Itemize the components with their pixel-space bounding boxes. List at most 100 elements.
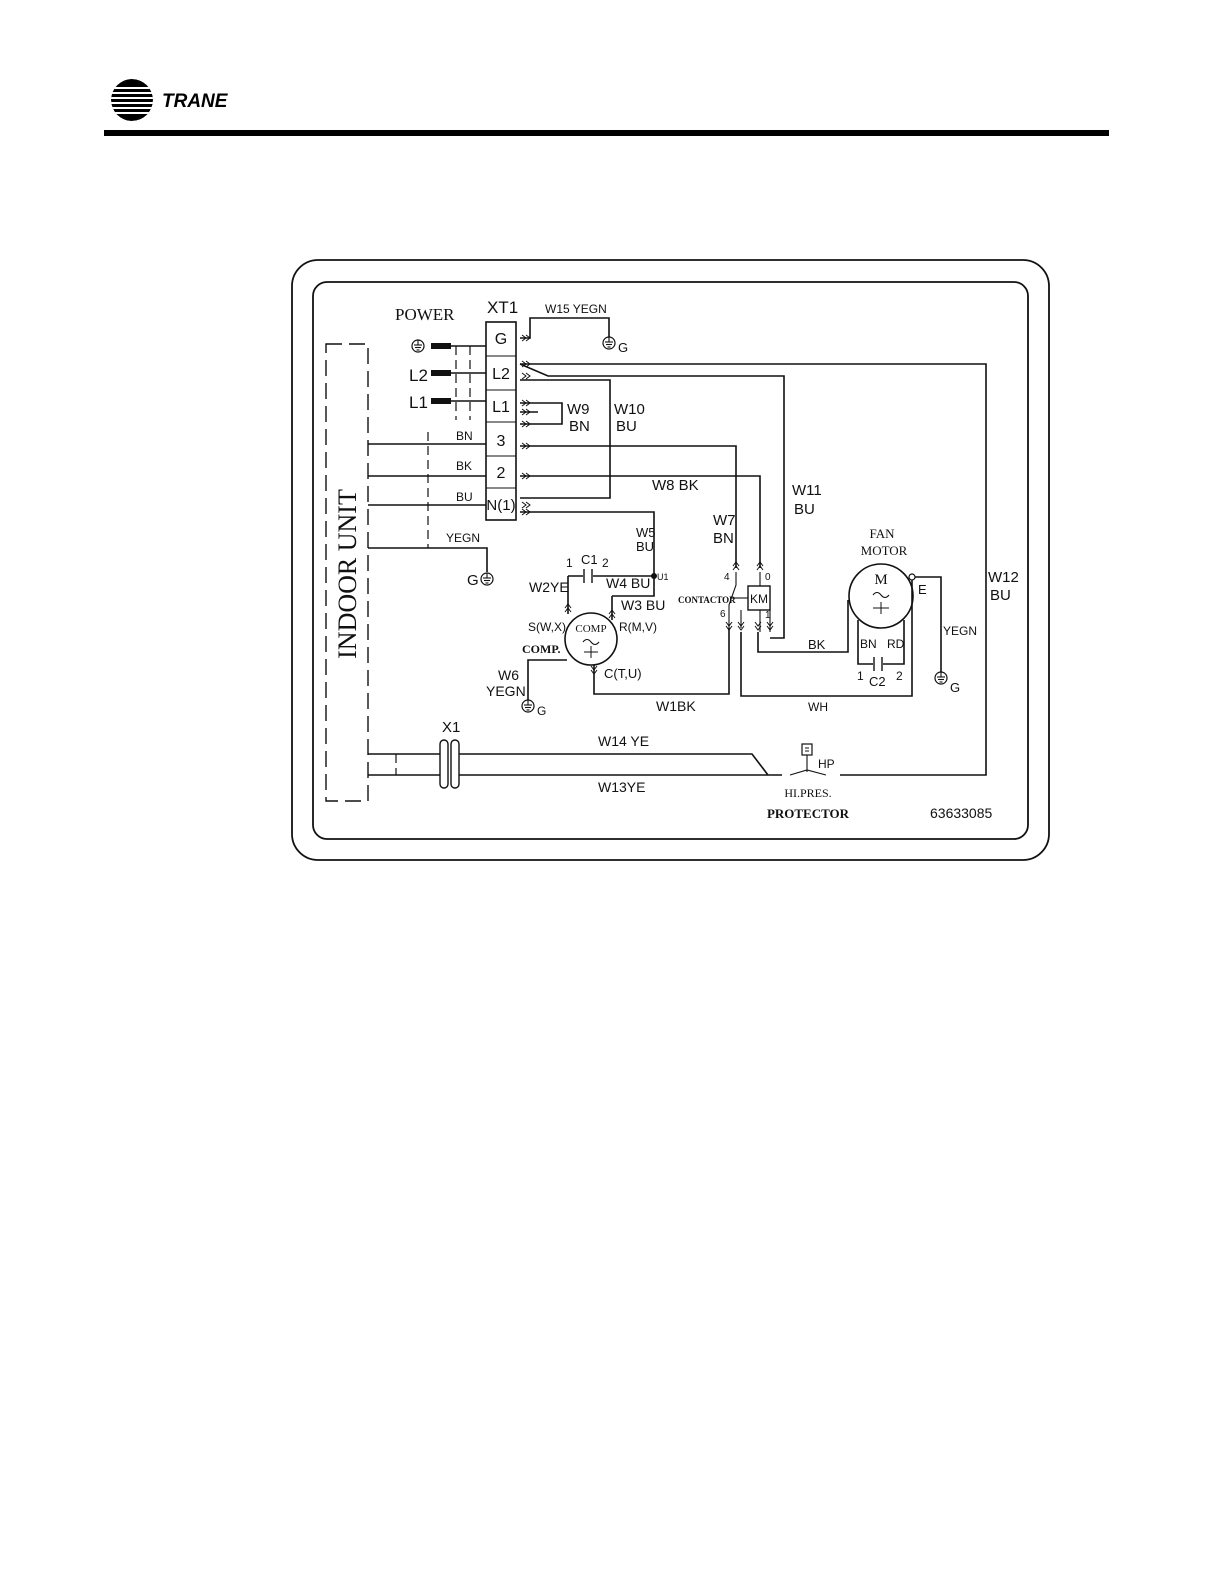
indoor-unit-label: INDOOR UNIT [333, 489, 362, 659]
hi-pressure-protector: HP HI.PRES. PROTECTOR [767, 743, 850, 821]
w13-label: W13YE [598, 779, 645, 795]
comp-label: COMP. [522, 642, 561, 656]
w4-label: W4 BU [606, 575, 650, 591]
wire-bn-label: BN [456, 429, 473, 443]
w6-name: W6 [498, 667, 519, 683]
contactor-pin0: 0 [765, 572, 771, 583]
fan-bk-wire [757, 600, 849, 653]
fan-title-1: FAN [869, 526, 895, 541]
fan-wh-label: WH [808, 700, 828, 714]
fan-ground-icon [934, 671, 948, 685]
w11-wire [519, 363, 785, 639]
w15-ground-label: G [618, 340, 628, 355]
w10-color: BU [616, 418, 637, 435]
w12-color: BU [990, 587, 1011, 604]
w3-label: W3 BU [621, 597, 665, 613]
fan-wh-wire [740, 580, 913, 697]
fan-yegn-wire [915, 576, 942, 672]
w15-ground-icon [602, 336, 616, 350]
l1-arrows [521, 399, 531, 428]
fan-ground-label: G [950, 680, 960, 695]
w6-wire [527, 659, 567, 700]
contactor-pin4: 4 [724, 572, 730, 583]
inner-frame [312, 281, 1029, 840]
comp-r-label: R(M,V) [619, 620, 657, 634]
w12-wire [520, 363, 987, 776]
power-line-l1: L1 [409, 393, 428, 412]
w11-color: BU [794, 501, 815, 518]
fan-title-2: MOTOR [861, 543, 908, 558]
w5-name: W5 [636, 525, 656, 540]
terminal-g: G [495, 331, 507, 348]
indoor-ground-icon [480, 572, 494, 586]
wire-bk-label: BK [456, 459, 472, 473]
c1-pin1: 1 [566, 556, 573, 570]
comp-name: COMP [575, 623, 606, 635]
w6-ground-icon [521, 699, 535, 713]
power-label: POWER [395, 305, 455, 324]
trane-logo: TRANE [111, 79, 229, 121]
w6-ground-label: G [537, 704, 546, 718]
w15-label: W15 YEGN [545, 302, 607, 316]
w10-wire [520, 379, 611, 499]
power-ground-icon [411, 339, 425, 353]
hp-title-1: HI.PRES. [784, 786, 831, 800]
w8-label: W8 BK [652, 477, 699, 494]
hp-label: HP [818, 757, 835, 771]
terminal-block-xt1: G L2 L1 3 2 N(1) [485, 321, 517, 521]
w11-name: W11 [792, 482, 822, 499]
terminal-2: 2 [497, 465, 506, 482]
indoor-ground-label: G [467, 572, 479, 589]
fan-rd-label: RD [887, 637, 905, 651]
c1-pin2: 2 [602, 556, 609, 570]
fan-bk-label: BK [808, 637, 826, 652]
contactor: CONTACTOR 4 0 6 1 KM [678, 561, 774, 632]
contactor-pin1: 1 [765, 610, 771, 621]
wire-bu-label: BU [456, 490, 473, 504]
connector-x1: X1 W14 YE W13YE [368, 719, 782, 795]
w1-label: W1BK [656, 698, 696, 714]
contactor-pin6: 6 [720, 609, 726, 620]
trane-globe-icon [111, 79, 153, 121]
w5-wire [520, 511, 655, 576]
compressor: COMP S(W,X) R(M,V) COMP. C(T,U) [522, 576, 657, 681]
c1-name: C1 [581, 552, 598, 567]
comp-c-label: C(T,U) [604, 666, 642, 681]
fan-bn-label: BN [860, 637, 877, 651]
w9-name: W9 [567, 401, 590, 418]
part-number: 63633085 [930, 805, 993, 821]
indoor-yegn-wire [368, 547, 488, 572]
w15-wire [520, 317, 610, 339]
c2-name: C2 [869, 674, 886, 689]
indoor-unit-wires [368, 443, 486, 506]
w14-label: W14 YE [598, 733, 649, 749]
outer-frame [291, 259, 1050, 861]
terminal-l2: L2 [492, 366, 510, 383]
n1-arrows [521, 501, 531, 516]
c2-pin1: 1 [857, 669, 864, 683]
power-wires [451, 345, 486, 402]
hp-title-2: PROTECTOR [767, 806, 850, 821]
wire-yegn-label: YEGN [446, 531, 480, 545]
comp-s-label: S(W,X) [528, 620, 566, 634]
fan-yegn-label: YEGN [943, 624, 977, 638]
w7-wire [520, 445, 737, 568]
c2-pin2: 2 [896, 669, 903, 683]
contactor-coil: KM [750, 592, 768, 606]
w2-label: W2YE [529, 579, 569, 595]
x1-label: X1 [442, 719, 460, 736]
header-rule [104, 130, 1109, 136]
fan-e-label: E [918, 582, 927, 597]
power-line-l2: L2 [409, 366, 428, 385]
fan-m-label: M [874, 572, 887, 588]
w9-color: BN [569, 418, 590, 435]
w12-name: W12 [988, 569, 1019, 586]
indoor-unit-box: INDOOR UNIT [325, 343, 369, 802]
contactor-label: CONTACTOR [678, 595, 736, 605]
w10-name: W10 [614, 401, 645, 418]
w7-color: BN [713, 530, 734, 547]
page-header: TRANE [0, 0, 1224, 140]
junction-label: U1 [657, 572, 669, 582]
w1-wire [593, 628, 730, 695]
